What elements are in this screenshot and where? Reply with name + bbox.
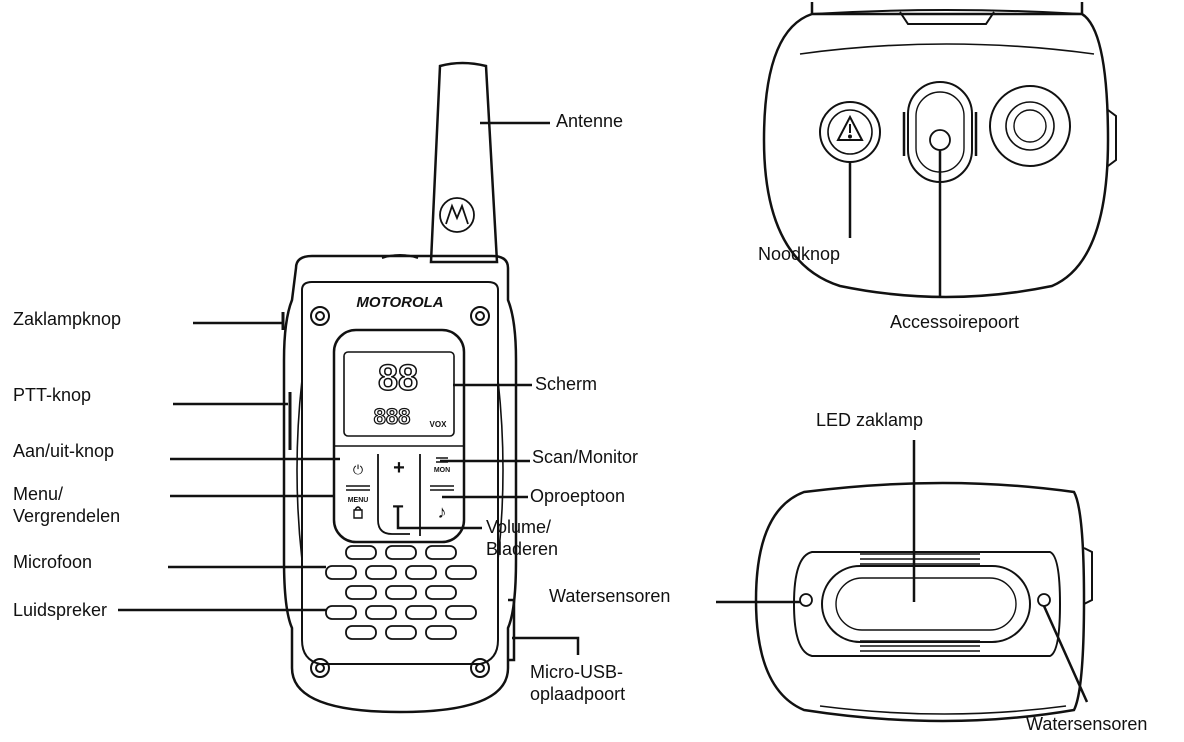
top-boss bbox=[989, 85, 1071, 167]
power-icon: ⏻ bbox=[353, 462, 363, 477]
label-water-sensors-right: Watersensoren bbox=[1026, 714, 1148, 734]
label-led-flashlight: LED zaklamp bbox=[816, 410, 924, 430]
plus-icon: + bbox=[393, 457, 405, 479]
radio-top-view bbox=[762, 2, 1117, 299]
label-water-sensors-left: Watersensoren bbox=[549, 586, 671, 606]
label-accessory-port: Accessoirepoort bbox=[890, 312, 1020, 332]
top-view-outline bbox=[762, 2, 1110, 299]
water-sensor bbox=[1037, 593, 1051, 607]
radio-front-view bbox=[281, 61, 518, 714]
label-volume-2: Bladeren bbox=[486, 539, 559, 559]
label-ptt-button: PTT-knop bbox=[13, 385, 92, 405]
led-flashlight bbox=[821, 565, 1031, 643]
screen bbox=[343, 351, 455, 437]
label-call-tone: Oproeptoon bbox=[530, 486, 626, 506]
music-note-icon: ♪ bbox=[438, 502, 447, 522]
label-microphone: Microfoon bbox=[13, 552, 93, 572]
leader-lines bbox=[118, 121, 1089, 703]
bottom-view-outline bbox=[754, 481, 1086, 723]
label-volume-1: Volume/ bbox=[486, 517, 552, 537]
label-menu-lock-2: Vergrendelen bbox=[13, 506, 121, 526]
radio-bottom-view bbox=[754, 481, 1093, 723]
label-speaker: Luidspreker bbox=[13, 600, 108, 620]
label-screen: Scherm bbox=[535, 374, 598, 394]
display-vox: VOX bbox=[430, 420, 448, 429]
label-usb-1: Micro-USB- bbox=[530, 662, 623, 682]
lock-icon bbox=[353, 506, 363, 519]
display-main-digits: 88 bbox=[378, 357, 418, 398]
antenna bbox=[429, 61, 499, 264]
mon-key-label: MON bbox=[434, 467, 450, 474]
screen-frame bbox=[332, 328, 466, 544]
label-emergency-button: Noodknop bbox=[758, 244, 841, 264]
flashlight-outer bbox=[792, 551, 1062, 657]
antenna-logo-icon bbox=[439, 197, 475, 233]
label-scan-monitor: Scan/Monitor bbox=[532, 447, 639, 467]
usb-port-cover bbox=[508, 598, 516, 662]
label-menu-lock-1: Menu/ bbox=[13, 484, 64, 504]
display-sub-digits: 888 bbox=[374, 404, 411, 429]
label-power-button: Aan/uit-knop bbox=[13, 441, 115, 461]
water-sensor bbox=[799, 593, 813, 607]
screw bbox=[470, 306, 490, 326]
brand-logo: MOTOROLA bbox=[356, 294, 443, 311]
screw bbox=[310, 306, 330, 326]
radio-front-shell bbox=[301, 281, 499, 665]
minus-icon: − bbox=[392, 496, 404, 518]
screw bbox=[470, 658, 490, 678]
label-flashlight-button: Zaklampknop bbox=[13, 309, 122, 329]
lens-lines bbox=[860, 553, 980, 652]
warning-triangle-icon bbox=[836, 114, 864, 141]
screw bbox=[310, 658, 330, 678]
menu-key-label: MENU bbox=[348, 497, 369, 504]
speaker-grille bbox=[325, 545, 477, 640]
label-usb-2: oplaadpoort bbox=[530, 684, 626, 704]
label-antenna: Antenne bbox=[556, 111, 624, 131]
radio-body bbox=[282, 254, 518, 714]
